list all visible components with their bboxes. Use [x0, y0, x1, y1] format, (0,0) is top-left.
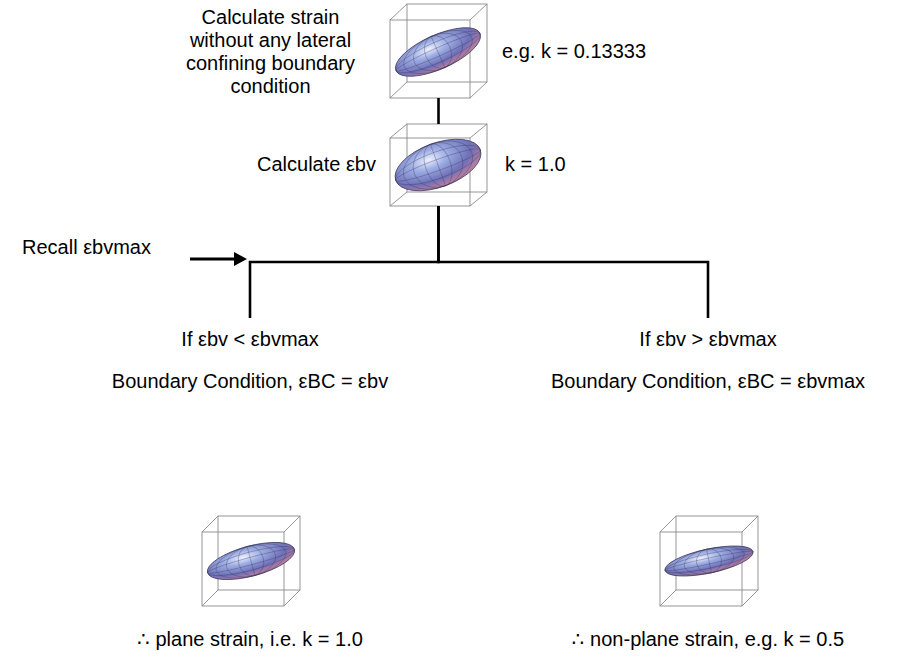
step-node: Calculate εbvk = 1.0 — [390, 124, 487, 206]
step-text: Calculate strain without any lateral con… — [168, 6, 373, 98]
step-text: Boundary Condition, εBC = εbv — [112, 370, 388, 393]
step-node: If εbv > εbvmaxBoundary Condition, εBC =… — [528, 318, 888, 660]
step-text: Calculate εbv — [257, 153, 376, 176]
step-text: If εbv < εbvmax — [181, 328, 318, 351]
step-text: k = 1.0 — [505, 153, 566, 176]
wireframe-box — [390, 4, 487, 98]
wireframe-box — [202, 516, 300, 606]
strain-ellipsoid — [388, 129, 488, 201]
flow-connector — [250, 206, 439, 318]
flow-connector — [437, 98, 440, 124]
step-text: Boundary Condition, εBC = εbvmax — [551, 370, 865, 393]
step-text: ∴ non-plane strain, e.g. k = 0.5 — [572, 628, 844, 651]
step-node: If εbv < εbvmaxBoundary Condition, εBC =… — [85, 318, 415, 660]
note-label: Recall εbvmax — [22, 236, 151, 259]
step-text: If εbv > εbvmax — [639, 328, 776, 351]
strain-ellipsoid — [389, 18, 487, 86]
strain-ellipsoid — [662, 540, 755, 582]
flow-connector — [439, 206, 709, 318]
step-node: Calculate strain without any lateral con… — [390, 4, 487, 98]
step-text: ∴ plane strain, i.e. k = 1.0 — [137, 628, 363, 651]
strain-ellipsoid — [204, 535, 299, 587]
step-text: e.g. k = 0.13333 — [502, 40, 646, 63]
wireframe-box — [660, 516, 758, 606]
recall-arrow — [190, 252, 247, 266]
